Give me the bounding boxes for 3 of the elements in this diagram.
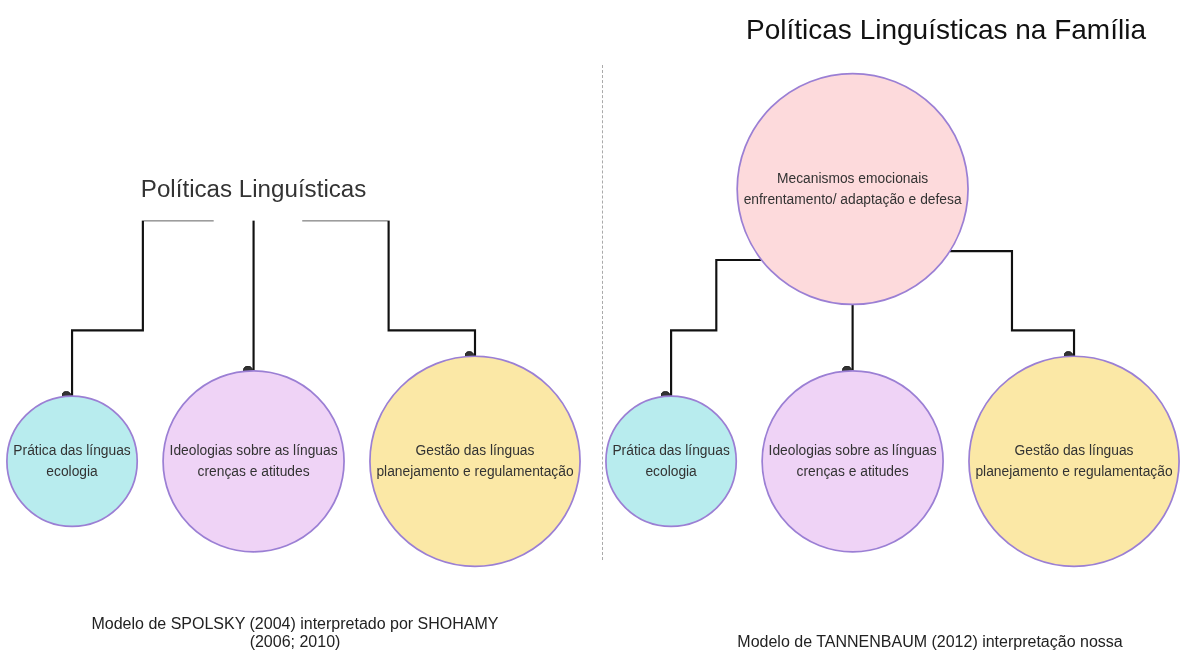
caption: Modelo de SPOLSKY (2004) interpretado por SHOHAMY (2006; 2010) xyxy=(90,615,500,651)
caption: Modelo de TANNENBAUM (2012) interpretação nossa xyxy=(736,633,1124,651)
section-heading: Políticas Linguísticas na Família xyxy=(746,14,1146,46)
